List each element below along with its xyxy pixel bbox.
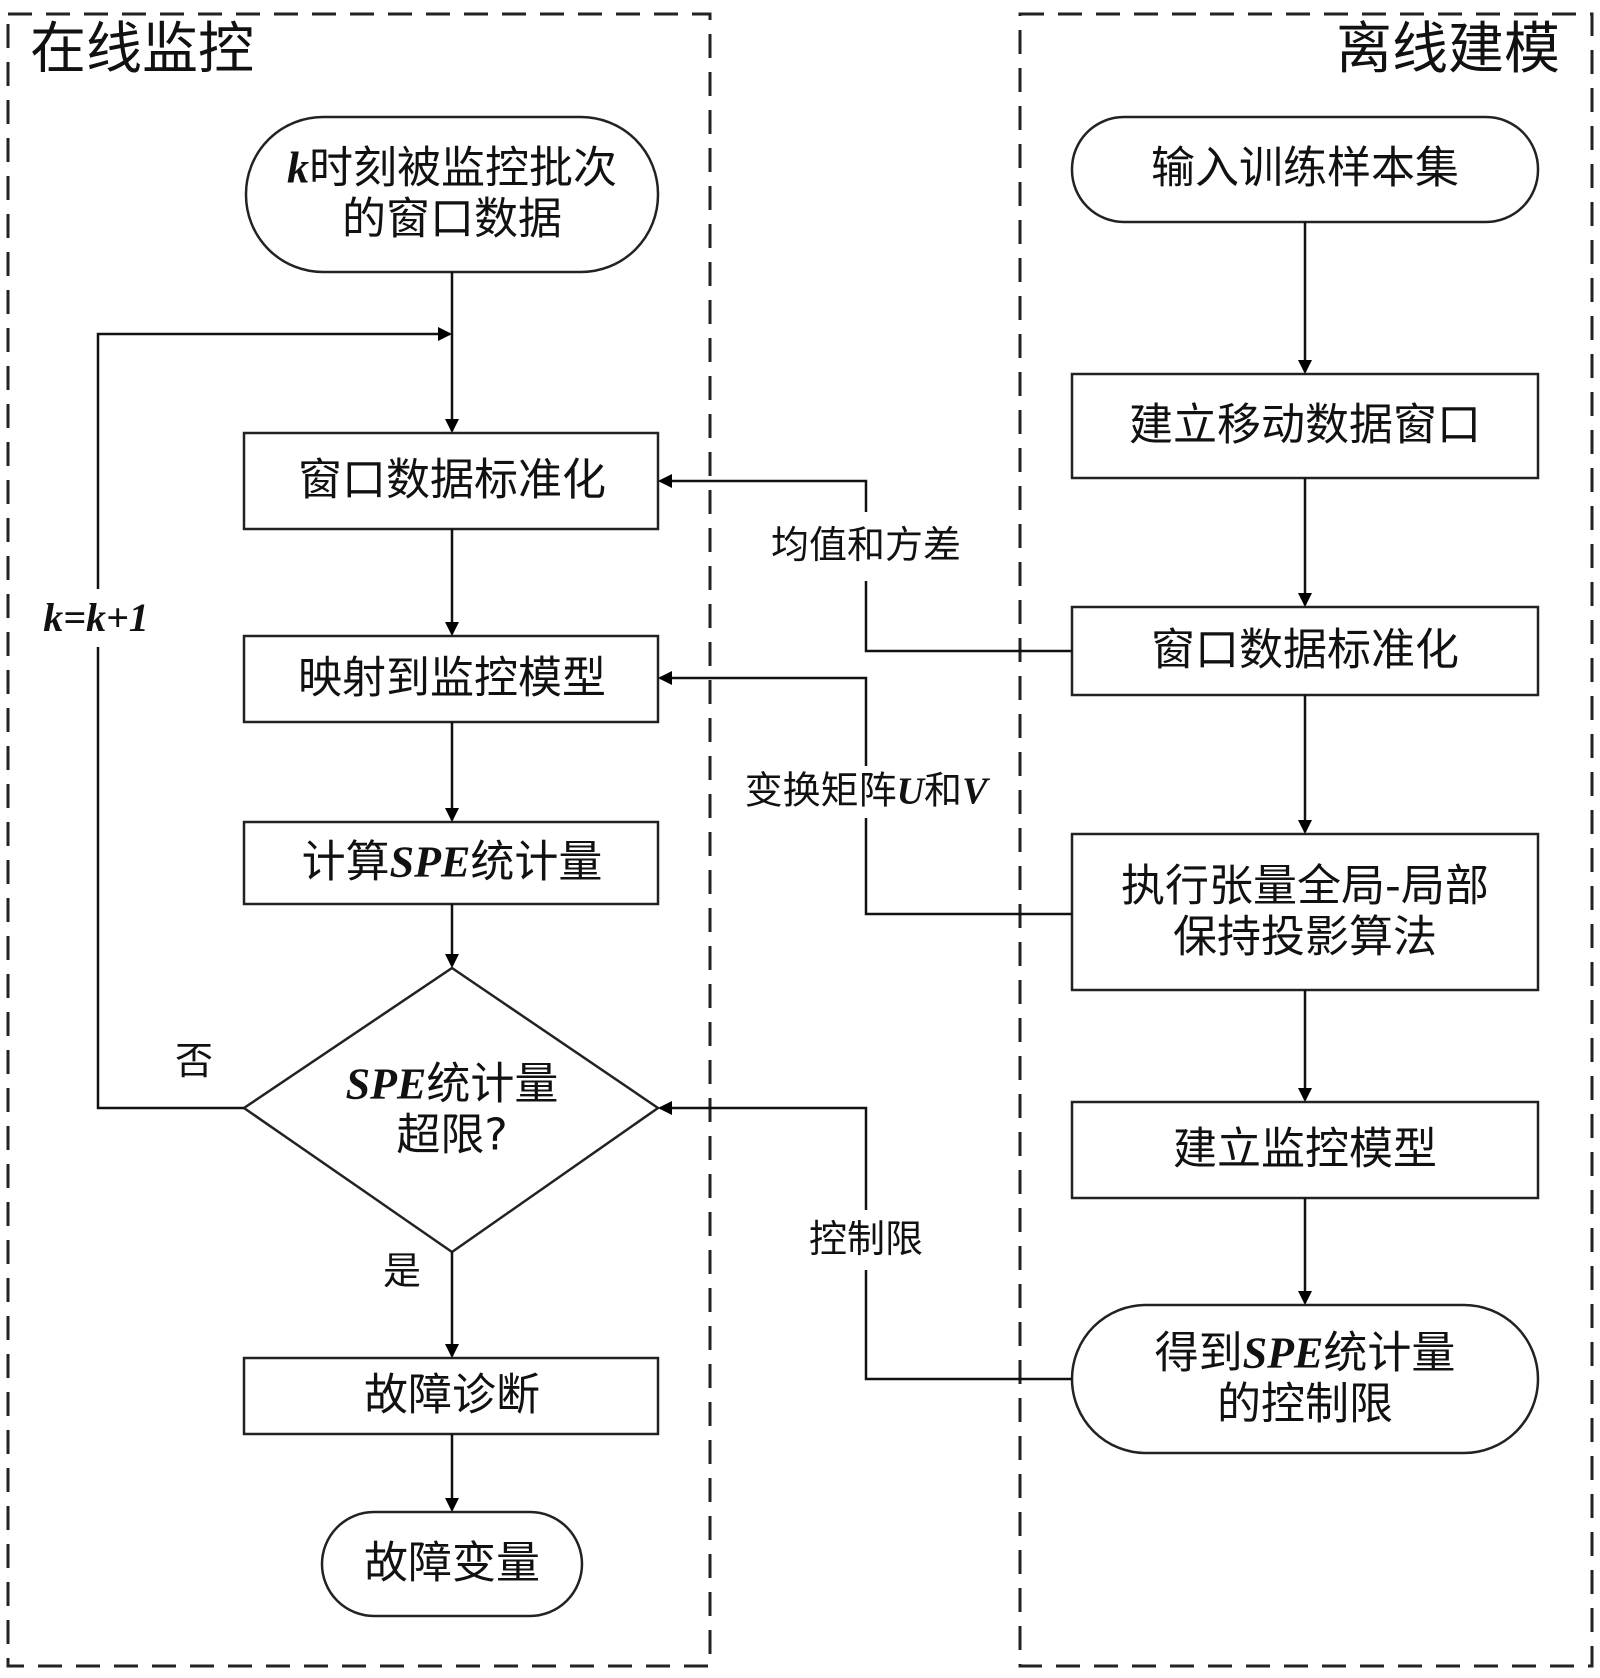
var-k: k [287,143,309,192]
edge-label-no: 否 [175,1040,213,1084]
online-end-label: 故障变量 [364,1539,540,1590]
offline-input-label: 输入训练样本集 [1151,144,1459,195]
offline-standardize-label: 窗口数据标准化 [1151,626,1459,677]
arrow-control-limit [866,1270,1072,1379]
offline-panel-title: 离线建模 [1336,18,1560,82]
edge-label-yes: 是 [383,1250,421,1294]
online-project-label: 映射到监控模型 [298,654,606,705]
edge-label-mean-variance: 均值和方差 [771,524,961,568]
arrow-transform [866,818,1072,914]
online-decision-label: SPE统计量 超限? [346,1059,559,1160]
offline-window-label: 建立移动数据窗口 [1129,401,1481,452]
online-diagnose-label: 故障诊断 [364,1371,540,1422]
offline-model-label: 建立监控模型 [1173,1125,1437,1176]
online-compute-label: 计算SPE统计量 [302,838,603,889]
online-panel-title: 在线监控 [30,18,254,82]
arrow-mean-variance-head [660,481,866,512]
edge-label-control-limit: 控制限 [809,1218,923,1262]
edge-label-transform: 变换矩阵U和V [745,770,988,815]
online-start-label: k时刻被监控批次 的窗口数据 [287,143,617,244]
offline-limit-label: 得到SPE统计量 的控制限 [1155,1328,1456,1429]
online-standardize-label: 窗口数据标准化 [298,456,606,507]
arrow-transform-head [660,678,866,766]
arrow-mean-variance [866,581,1072,651]
arrow-control-limit-head [660,1108,866,1210]
offline-algorithm-label: 执行张量全局-局部 保持投影算法 [1121,861,1489,962]
edge-label-loop: k=k+1 [41,589,151,647]
